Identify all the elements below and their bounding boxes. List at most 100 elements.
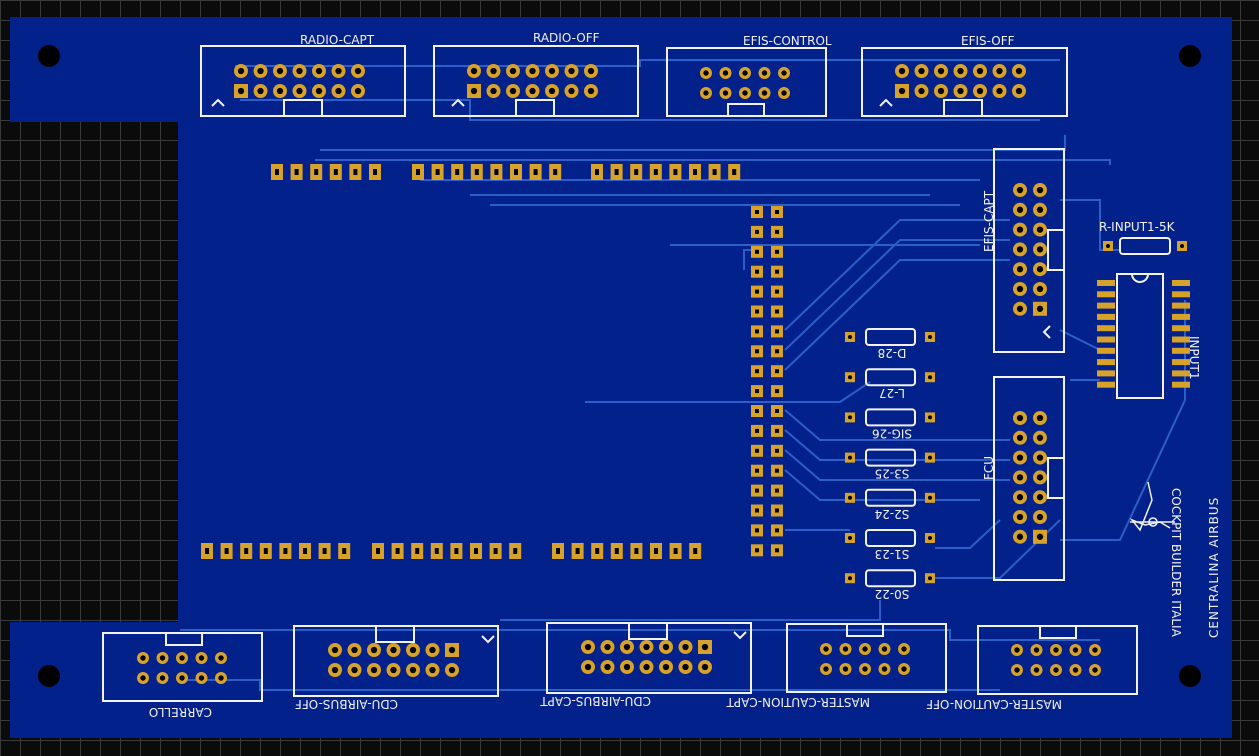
ic-pad bbox=[1172, 381, 1190, 388]
pad bbox=[525, 84, 540, 98]
label-carrello: CARRELLO bbox=[149, 705, 212, 719]
pad bbox=[992, 64, 1007, 78]
ic-pad bbox=[1172, 280, 1190, 286]
header-pin bbox=[751, 544, 763, 557]
pad bbox=[328, 643, 342, 657]
ic-pad bbox=[1097, 381, 1115, 388]
pad bbox=[678, 660, 693, 674]
header-pin bbox=[338, 543, 351, 559]
pad bbox=[1013, 222, 1027, 237]
resistor-s2-24: S2-24 bbox=[845, 488, 935, 521]
header-pin bbox=[591, 543, 604, 559]
header-pin bbox=[771, 444, 783, 457]
header-pin bbox=[450, 543, 463, 559]
pad bbox=[176, 672, 188, 684]
header-pin bbox=[549, 164, 562, 180]
header-pin bbox=[271, 164, 283, 180]
pad bbox=[312, 64, 326, 78]
pad bbox=[1013, 242, 1027, 257]
header-pin bbox=[489, 543, 502, 559]
pad bbox=[639, 640, 654, 654]
label-efis-off: EFIS-OFF bbox=[961, 34, 1015, 48]
header-pin bbox=[240, 543, 253, 559]
pad bbox=[1033, 282, 1047, 296]
header-pin bbox=[689, 164, 701, 180]
pad bbox=[506, 64, 520, 78]
label-cdu-airbus-off: CDU-AIRBUS-OFF bbox=[295, 697, 398, 711]
pad bbox=[934, 64, 948, 78]
label-master-caution-off: MASTER-CAUTION-OFF bbox=[926, 697, 1062, 711]
pad bbox=[1013, 529, 1027, 544]
pad bbox=[367, 663, 381, 677]
pad bbox=[1011, 664, 1023, 676]
header-pin bbox=[751, 504, 763, 517]
pad bbox=[1033, 529, 1047, 544]
header-pin bbox=[771, 265, 783, 278]
pad bbox=[156, 672, 169, 684]
pad bbox=[1012, 64, 1026, 78]
pad bbox=[600, 640, 615, 654]
pad bbox=[445, 643, 459, 657]
pad bbox=[758, 87, 771, 99]
header-pin bbox=[591, 164, 603, 180]
header-pin bbox=[771, 245, 783, 258]
header-pin bbox=[708, 164, 721, 180]
header-pin bbox=[372, 543, 384, 559]
pad bbox=[545, 84, 559, 98]
header-pin bbox=[771, 365, 783, 378]
pad bbox=[1012, 84, 1026, 98]
pad bbox=[1033, 411, 1047, 425]
pad bbox=[1089, 644, 1101, 656]
pad bbox=[347, 663, 362, 677]
pad bbox=[700, 67, 712, 79]
pad bbox=[895, 64, 909, 78]
pad bbox=[820, 643, 832, 655]
ic-pad bbox=[1172, 370, 1190, 377]
pad bbox=[292, 64, 307, 78]
pad bbox=[386, 663, 401, 677]
pad bbox=[639, 660, 654, 674]
pad bbox=[1013, 262, 1027, 277]
ic-pad bbox=[1097, 336, 1115, 343]
pad bbox=[425, 663, 440, 677]
pad bbox=[820, 663, 832, 675]
resistor-s0-22: S0-22 bbox=[845, 569, 935, 601]
header-pin bbox=[771, 544, 783, 557]
header-pin bbox=[310, 164, 323, 180]
pad bbox=[581, 640, 595, 654]
pad bbox=[1033, 470, 1047, 485]
pad bbox=[878, 663, 891, 675]
ic-pad bbox=[1172, 359, 1190, 366]
pad bbox=[973, 64, 987, 78]
pad bbox=[620, 660, 634, 674]
resistor-label: D-28 bbox=[878, 346, 907, 360]
pad bbox=[137, 672, 149, 684]
pad bbox=[659, 640, 673, 654]
mounting-hole bbox=[1179, 665, 1201, 687]
pad bbox=[564, 64, 579, 78]
header-pin bbox=[630, 164, 643, 180]
pad bbox=[1033, 202, 1047, 217]
pad bbox=[992, 84, 1007, 98]
pad bbox=[273, 64, 287, 78]
mounting-hole bbox=[38, 45, 60, 67]
header-pin bbox=[751, 464, 763, 477]
header-pin bbox=[451, 164, 464, 180]
header-pin bbox=[751, 265, 763, 278]
pad bbox=[1089, 664, 1101, 676]
resistor-label: S3-25 bbox=[875, 467, 910, 481]
resistor-label: SIG-26 bbox=[872, 426, 912, 440]
resistor-label: L-27 bbox=[879, 386, 905, 400]
header-pin bbox=[771, 285, 783, 298]
header-pin bbox=[751, 444, 763, 457]
pad bbox=[739, 87, 751, 99]
header-pin bbox=[751, 325, 763, 338]
pad bbox=[215, 652, 227, 664]
header-pin bbox=[751, 305, 763, 318]
pad bbox=[659, 660, 673, 674]
pad bbox=[898, 643, 910, 655]
header-pin bbox=[771, 504, 783, 517]
ic-pad bbox=[1172, 291, 1190, 298]
resistor-s1-23: S1-23 bbox=[845, 529, 935, 561]
mounting-hole bbox=[1179, 45, 1201, 67]
